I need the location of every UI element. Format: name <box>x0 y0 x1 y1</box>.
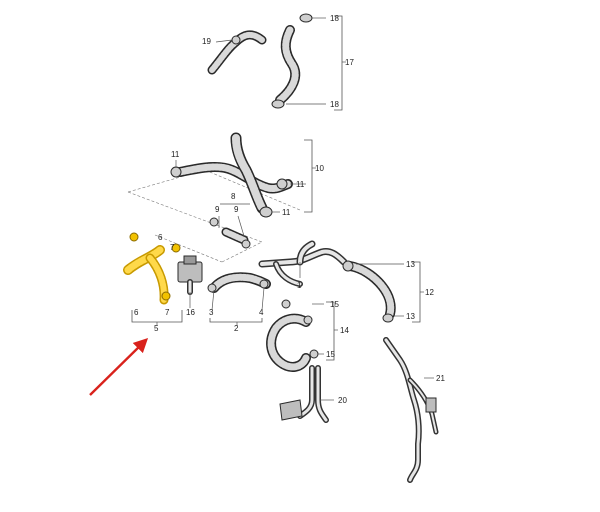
label-14: 14 <box>340 326 349 335</box>
pipe-21 <box>383 337 439 483</box>
label-13-bottom: 13 <box>406 312 415 321</box>
label-13-top: 13 <box>406 260 415 269</box>
label-6-bottom: 6 <box>134 308 139 317</box>
label-9-right: 9 <box>234 205 239 214</box>
leader-lines <box>156 17 434 401</box>
label-3: 3 <box>209 308 214 317</box>
hose-group-12 <box>342 260 396 323</box>
label-11-low: 11 <box>282 208 291 217</box>
pipe-20 <box>279 365 329 423</box>
label-18-top: 18 <box>330 14 339 23</box>
hose-group-2 <box>207 272 271 293</box>
pipe-assembly-1 <box>258 240 348 309</box>
part-labels: 18 19 17 18 11 10 11 8 9 9 11 6 7 13 1 1… <box>134 14 445 405</box>
hose-group-10 <box>170 132 293 218</box>
label-10: 10 <box>315 164 324 173</box>
label-16: 16 <box>186 308 195 317</box>
label-8: 8 <box>231 192 236 201</box>
label-18-bottom: 18 <box>330 100 339 109</box>
label-17: 17 <box>345 58 354 67</box>
highlighted-hose-5 <box>123 232 181 305</box>
label-1: 1 <box>297 281 302 290</box>
hose-group-17 <box>207 13 313 109</box>
label-20: 20 <box>338 396 347 405</box>
label-7-top: 7 <box>170 243 175 252</box>
label-7-bottom: 7 <box>165 308 170 317</box>
label-6-top: 6 <box>158 233 163 242</box>
label-12: 12 <box>425 288 434 297</box>
red-pointer-arrow <box>89 337 149 396</box>
label-2: 2 <box>234 324 239 333</box>
label-4: 4 <box>259 308 264 317</box>
valve-16 <box>177 255 203 295</box>
hose-group-14 <box>266 313 319 372</box>
hose-group-8 <box>209 217 251 249</box>
label-21: 21 <box>436 374 445 383</box>
label-15-top: 15 <box>330 300 339 309</box>
label-15-bottom: 15 <box>326 350 335 359</box>
label-11-top: 11 <box>171 150 180 159</box>
label-9-left: 9 <box>215 205 220 214</box>
label-11-mid: 11 <box>296 180 305 189</box>
label-19: 19 <box>202 37 211 46</box>
label-5: 5 <box>154 324 159 333</box>
